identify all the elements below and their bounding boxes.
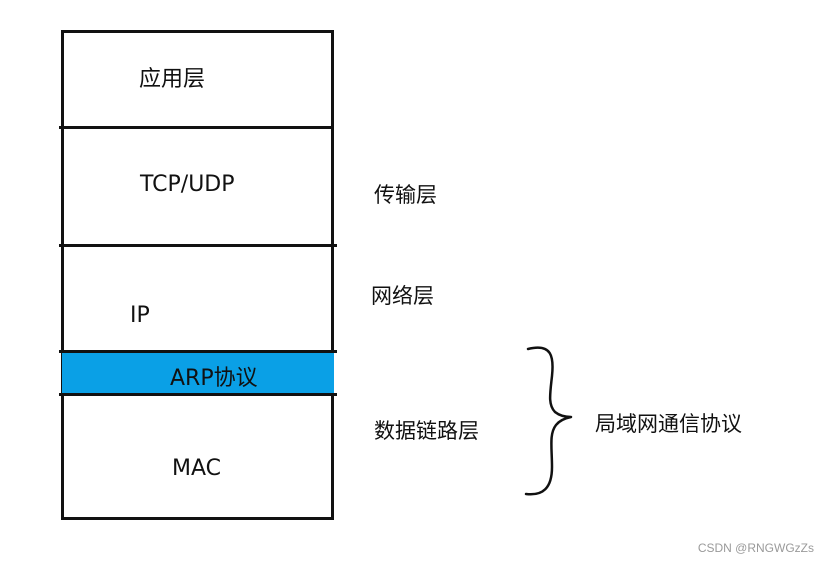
curly-brace-icon [524,346,573,496]
mac-label: MAC [172,456,222,481]
tcp-udp-label: TCP/UDP [140,172,235,197]
csdn-watermark: CSDN @RNGWGzZs [697,541,814,555]
arp-layer-band [62,353,334,394]
lan-protocol-label: 局域网通信协议 [595,412,742,436]
arp-protocol-label: ARP协议 [170,366,258,391]
network-layer-label: 网络层 [371,284,434,308]
divider-arp-mac [59,393,337,396]
divider-transport-network [59,244,337,247]
divider-application-transport [59,126,334,129]
divider-network-arp [59,350,337,353]
datalink-layer-label: 数据链路层 [374,419,479,443]
application-layer-label: 应用层 [139,67,206,92]
transport-layer-label: 传输层 [374,183,437,207]
ip-label: IP [130,303,150,328]
protocol-stack-frame [61,30,334,520]
